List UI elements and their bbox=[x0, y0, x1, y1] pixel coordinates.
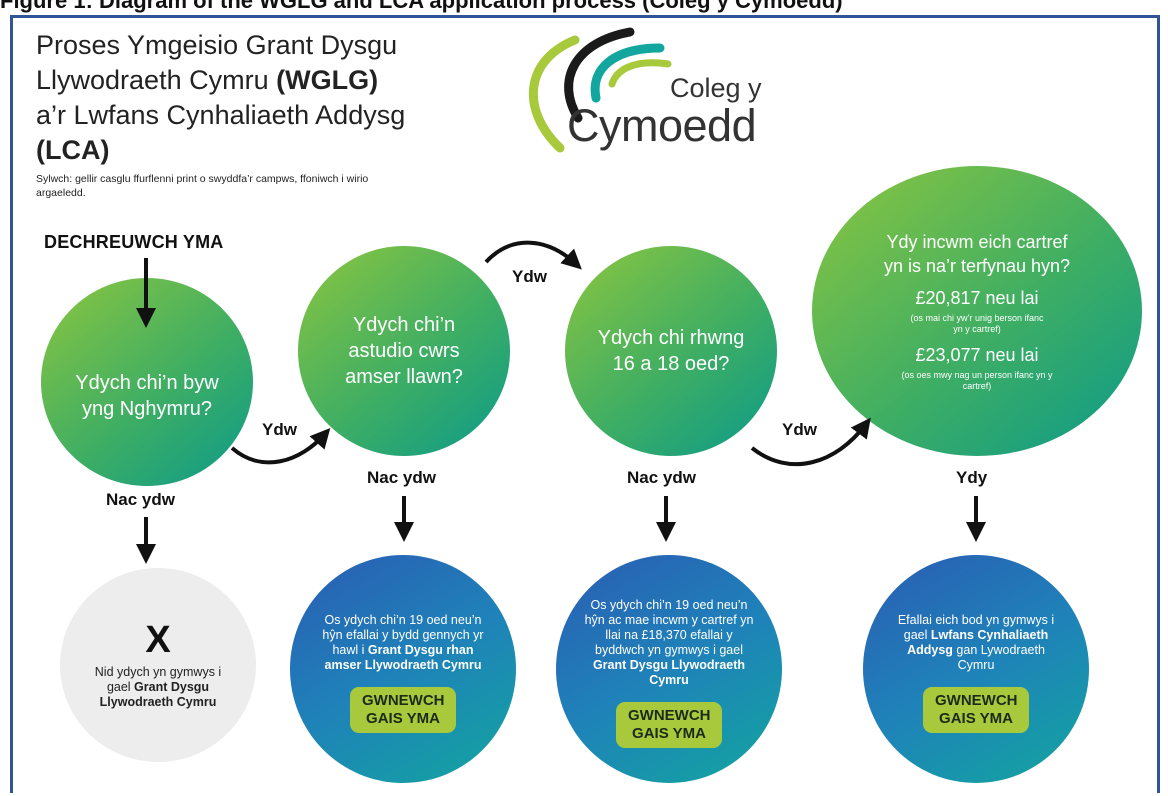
no-label-1: Nac ydw bbox=[106, 490, 175, 509]
outcome-4-plain-2: gan Lywodraeth Cymru bbox=[952, 643, 1045, 672]
arrow-curve-yes-1-icon bbox=[230, 428, 331, 465]
title-line-3: a’r Lwfans Cynhaliaeth Addysg bbox=[36, 100, 406, 130]
print-forms-note: Sylwch: gellir casglu ffurflenni print o… bbox=[36, 173, 369, 199]
outcome-4-plain: Efallai eich bod yn gymwys i gael bbox=[897, 613, 1055, 642]
no-label-3: Nac ydw bbox=[627, 468, 696, 487]
yes-label-2: Ydw bbox=[512, 267, 547, 286]
question-household-income: Ydy incwm eich cartref yn is na’r terfyn… bbox=[812, 166, 1142, 456]
cropped-caption-text: Figure 1: Diagram of the WGLG and LCA ap… bbox=[0, 0, 843, 13]
income-limit-two-note: (os oes mwy nag un person ifanc yn y car… bbox=[901, 370, 1053, 391]
outcome-4-bold: Lwfans Cynhaliaeth Addysg bbox=[907, 628, 1049, 657]
outcome-3-text: Os ydych chi’n 19 oed neu’n hŷn ac mae i… bbox=[566, 598, 772, 688]
arrow-curve-yes-3-icon bbox=[750, 417, 871, 467]
outcome-part-time-grant: Os ydych chi’n 19 oed neu’n hŷn efallai … bbox=[290, 555, 516, 783]
title-line-2-text: Llywodraeth Cymru bbox=[36, 65, 277, 95]
income-limit-one-note: (os mai chi yw’r unig berson ifanc yn y … bbox=[910, 313, 1044, 334]
yes-label-4: Ydy bbox=[956, 468, 988, 487]
arrow-curve-yes-2-icon bbox=[484, 240, 582, 270]
title-lca: (LCA) bbox=[36, 135, 110, 165]
outcome-1-text: Nid ydych yn gymwys i gael Grant Dysgu L… bbox=[79, 665, 237, 710]
outcome-1-bold: Grant Dysgu Llywodraeth Cymru bbox=[99, 679, 217, 709]
yes-label-1: Ydw bbox=[262, 420, 297, 439]
outcome-ema: Efallai eich bod yn gymwys i gael Lwfans… bbox=[863, 555, 1089, 783]
not-eligible-x-icon: X bbox=[145, 618, 171, 661]
income-limit-one: £20,817 neu lai bbox=[915, 288, 1039, 308]
cropped-caption: Figure 1: Diagram of the WGLG and LCA ap… bbox=[0, 0, 1168, 14]
title-wglg: (WGLG) bbox=[276, 65, 379, 95]
title-line-4: (LCA) bbox=[36, 133, 476, 168]
question-1-text: Ydych chi’n byw yng Nghymru? bbox=[75, 372, 219, 420]
outcome-not-eligible: X Nid ydych yn gymwys i gael Grant Dysgu… bbox=[60, 568, 256, 762]
outcome-4-text: Efallai eich bod yn gymwys i gael Lwfans… bbox=[882, 613, 1070, 673]
apply-button[interactable]: GWNEWCH GAIS YMA bbox=[616, 702, 722, 748]
logo-text-cymoedd: Cymoedd bbox=[567, 100, 757, 151]
apply-button[interactable]: GWNEWCH GAIS YMA bbox=[923, 687, 1029, 733]
outcome-3-bold: Grant Dysgu Llywodraeth Cymru bbox=[592, 658, 746, 687]
outcome-2-plain: Os ydych chi’n 19 oed neu’n hŷn efallai … bbox=[322, 613, 484, 657]
page-title: Proses Ymgeisio Grant Dysgu Llywodraeth … bbox=[36, 28, 476, 168]
question-2-text: Ydych chi’n astudio cwrs amser llawn? bbox=[345, 314, 463, 388]
yes-label-3: Ydw bbox=[782, 420, 817, 439]
question-3-text: Ydych chi rhwng 16 a 18 oed? bbox=[597, 327, 745, 375]
outcome-2-text: Os ydych chi’n 19 oed neu’n hŷn efallai … bbox=[304, 613, 502, 673]
question-age-16-18: Ydych chi rhwng 16 a 18 oed? bbox=[565, 246, 777, 456]
outcome-3-plain: Os ydych chi’n 19 oed neu’n hŷn ac mae i… bbox=[584, 598, 754, 657]
start-label: DECHREUWCH YMA bbox=[44, 232, 224, 252]
logo-text-coleg: Coleg y bbox=[670, 73, 762, 103]
outcome-1-plain: Nid ydych yn gymwys i gael bbox=[94, 664, 222, 694]
apply-button[interactable]: GWNEWCH GAIS YMA bbox=[350, 687, 456, 733]
question-4-text: Ydy incwm eich cartref yn is na’r terfyn… bbox=[883, 232, 1071, 276]
outcome-2-bold: Grant Dysgu rhan amser Llywodraeth Cymru bbox=[324, 643, 482, 672]
title-line-1: Proses Ymgeisio Grant Dysgu bbox=[36, 30, 398, 60]
no-label-2: Nac ydw bbox=[367, 468, 436, 487]
question-full-time-course: Ydych chi’n astudio cwrs amser llawn? bbox=[298, 246, 510, 456]
income-limit-two: £23,077 neu lai bbox=[915, 345, 1039, 365]
title-line-2: Llywodraeth Cymru (WGLG) bbox=[36, 63, 476, 98]
outcome-learning-grant: Os ydych chi’n 19 oed neu’n hŷn ac mae i… bbox=[556, 555, 782, 783]
